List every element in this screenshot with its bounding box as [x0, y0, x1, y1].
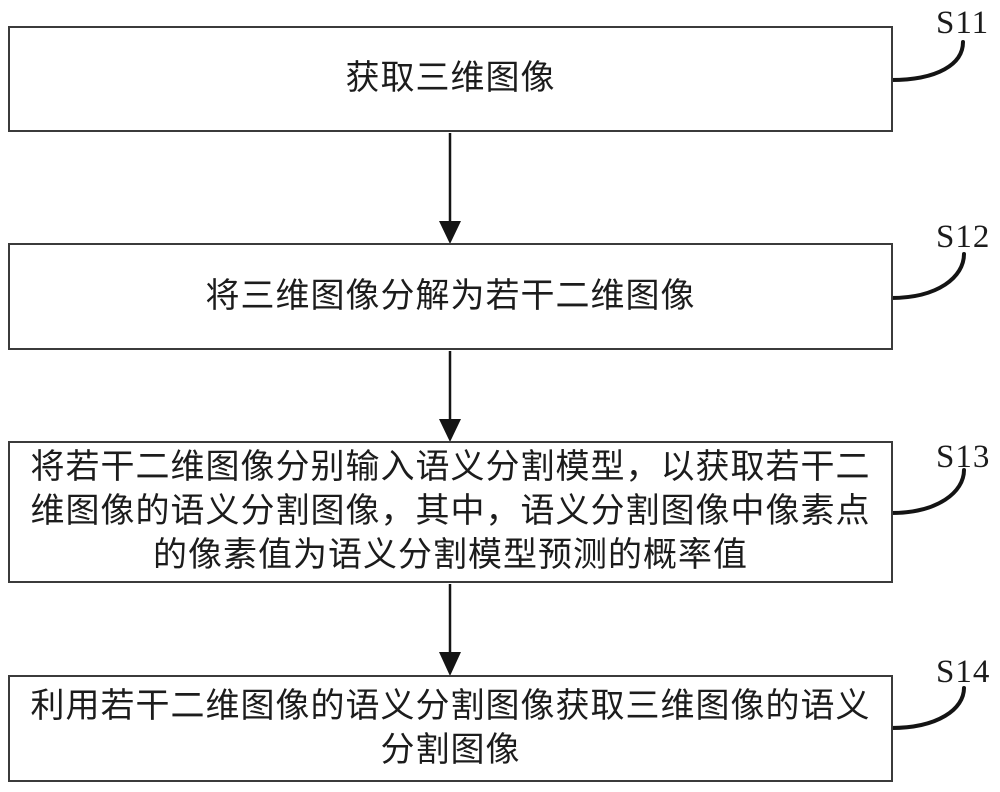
step-text-line: 将若干二维图像分别输入语义分割模型，以获取若干二: [30, 449, 871, 486]
step-label-s14: S14: [936, 654, 991, 690]
step-text-line: 的像素值为语义分割模型预测的概率值: [153, 537, 748, 574]
step-box-s12: 将三维图像分解为若干二维图像: [8, 243, 893, 350]
arrow-head-3: [439, 652, 461, 676]
step-text-line: 利用若干二维图像的语义分割图像获取三维图像的语义: [30, 687, 871, 725]
step-box-s11: 获取三维图像: [8, 26, 893, 132]
label-connector-curve-s13: [889, 468, 966, 515]
step-box-s13: 将若干二维图像分别输入语义分割模型，以获取若干二 维图像的语义分割图像，其中，语…: [8, 441, 893, 583]
step-label-s12: S12: [936, 219, 991, 255]
label-connector-curve-s11: [889, 40, 965, 82]
step-text-line: 获取三维图像: [345, 60, 556, 97]
step-label-s11: S11: [936, 5, 990, 41]
label-connector-curve-s14: [889, 686, 966, 730]
step-text-line: 维图像的语义分割图像，其中，语义分割图像中像素点: [30, 493, 871, 530]
label-connector-curve-s12: [889, 252, 966, 300]
arrow-head-2: [439, 419, 461, 442]
step-text-line: 将三维图像分解为若干二维图像: [205, 277, 696, 315]
arrow-head-1: [439, 221, 461, 244]
step-label-s13: S13: [936, 439, 991, 475]
step-text-line: 分割图像: [380, 731, 521, 769]
step-box-s14: 利用若干二维图像的语义分割图像获取三维图像的语义 分割图像: [8, 675, 893, 782]
